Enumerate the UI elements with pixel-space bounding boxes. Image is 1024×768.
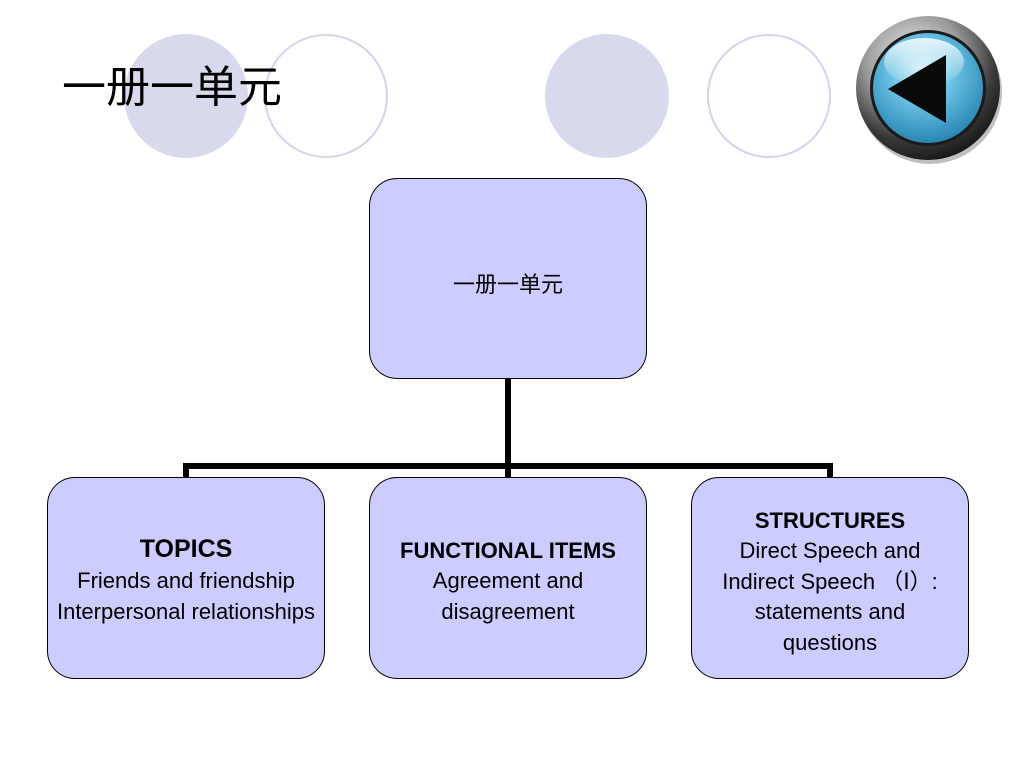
topics-node: TOPICS Friends and friendship Interperso… (47, 477, 325, 679)
decorative-circle (124, 34, 248, 158)
topics-line: Interpersonal relationships (56, 598, 316, 624)
decorative-circle (545, 34, 669, 158)
structures-heading: STRUCTURES (754, 508, 906, 533)
structures-line: Direct Speech and (739, 538, 921, 563)
functional-items-heading: FUNCTIONAL ITEMS (400, 538, 616, 563)
topics-line: Friends and friendship (77, 568, 295, 593)
functional-items-line: disagreement (441, 598, 575, 624)
functional-items-line: Agreement and (432, 568, 584, 593)
root-node-label: 一册一单元 (452, 273, 563, 298)
structures-line: questions (782, 629, 878, 655)
back-button[interactable] (850, 10, 1006, 166)
structures-node: STRUCTURES Direct Speech and Indirect Sp… (691, 477, 969, 679)
triangle-left-icon (856, 16, 1002, 164)
structures-line: statements and (754, 599, 906, 624)
decorative-ring (707, 34, 831, 158)
slide-title: 一册一单元 (62, 62, 282, 113)
topics-heading: TOPICS (139, 535, 233, 563)
root-node: 一册一单元 (369, 178, 647, 379)
structures-line: Indirect Speech （Ⅰ）: (722, 568, 938, 594)
decorative-ring (264, 34, 388, 158)
functional-items-node: FUNCTIONAL ITEMS Agreement and disagreem… (369, 477, 647, 679)
